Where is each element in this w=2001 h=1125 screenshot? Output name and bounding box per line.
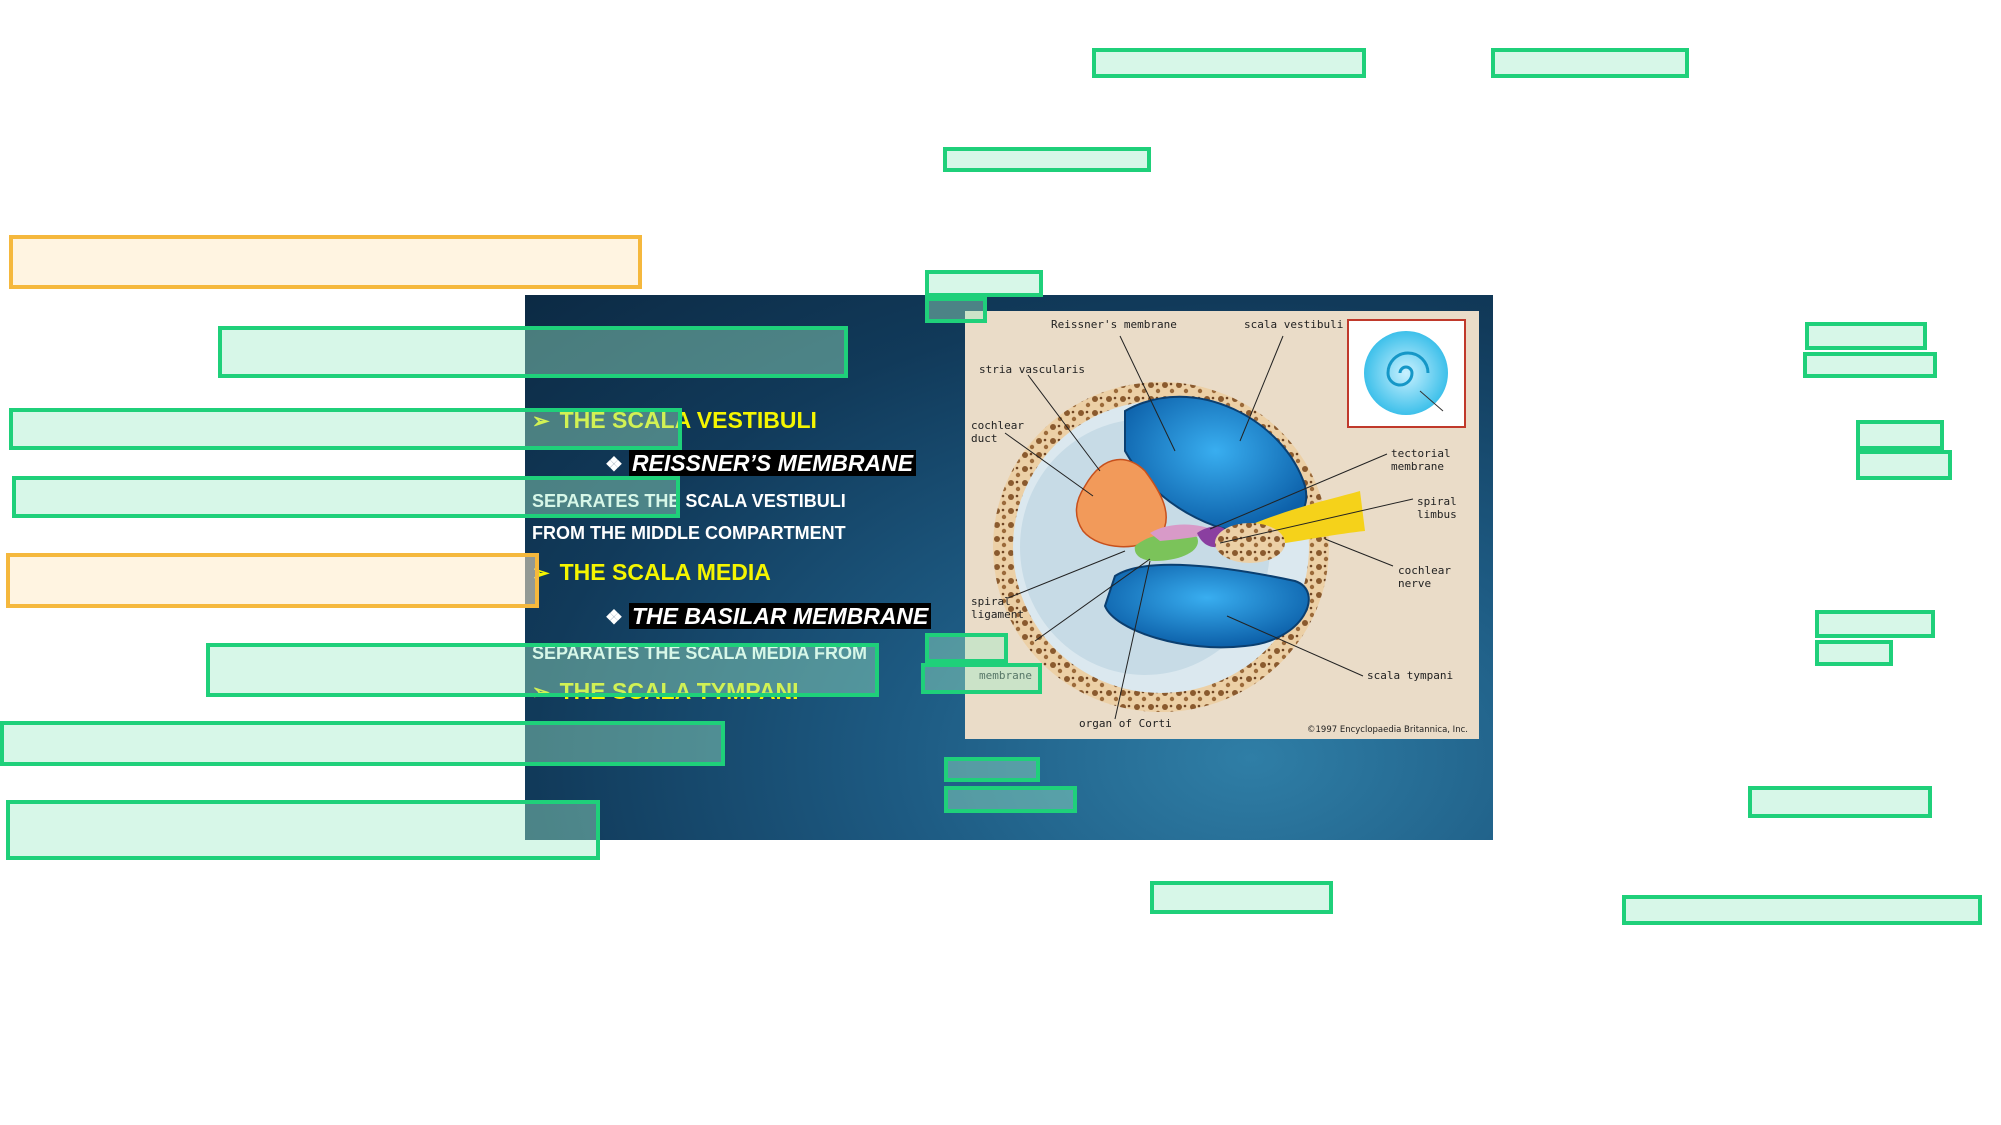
annotation-box	[943, 147, 1151, 172]
annotation-box	[9, 235, 642, 289]
label-tectorial-membrane-2: membrane	[1391, 460, 1444, 473]
annotation-box	[12, 476, 680, 518]
organ-of-corti-shape	[1134, 532, 1198, 561]
annotation-box	[1748, 786, 1932, 818]
annotation-box	[925, 297, 987, 323]
annotation-box	[1856, 420, 1944, 450]
annotation-box	[6, 553, 539, 608]
annotation-box	[944, 786, 1077, 813]
label-spiral-ligament-2: ligament	[971, 608, 1024, 621]
annotation-box	[206, 643, 879, 697]
slide: ➢THE SCALA VESTIBULI ❖REISSNER’S MEMBRAN…	[525, 295, 1493, 840]
heading-scala-tympani: ➢THE SCALA TYMPANI	[532, 678, 799, 704]
annotation-box	[1815, 610, 1935, 638]
diamond-bullet-icon: ❖	[605, 454, 623, 476]
annotation-box	[218, 326, 848, 378]
annotation-box	[1092, 48, 1366, 78]
label-cochlear-duct-2: duct	[971, 432, 998, 445]
sub-basilar-membrane: ❖THE BASILAR MEMBRANE	[605, 603, 932, 630]
annotation-box	[1150, 881, 1333, 914]
label-stria-vascularis: stria vascularis	[979, 363, 1085, 376]
annotation-box	[1491, 48, 1689, 78]
body-text-2a: SEPARATES THE SCALA MEDIA FROM	[532, 643, 868, 663]
label-cochlear-nerve: cochlear	[1398, 564, 1451, 577]
diamond-bullet-icon: ❖	[605, 607, 623, 629]
annotation-box	[1805, 322, 1927, 350]
label-tectorial-membrane: tectorial	[1391, 447, 1451, 460]
annotation-box	[1856, 450, 1952, 480]
scala-tympani-shape	[1103, 563, 1310, 649]
heading-scala-media: ➢THE SCALA MEDIA	[532, 559, 771, 585]
label-basilar-membrane-partial: membrane	[979, 669, 1032, 682]
label-scala-tympani: scala tympani	[1367, 669, 1453, 682]
annotation-box	[1803, 352, 1937, 378]
annotation-box	[9, 408, 682, 450]
sub-reissners-membrane: ❖REISSNER’S MEMBRANE	[605, 450, 917, 477]
annotation-box	[925, 633, 1008, 663]
arrow-bullet-icon: ➢	[532, 681, 550, 704]
annotation-box	[1815, 640, 1893, 666]
label-spiral-ligament: spiral	[971, 595, 1011, 608]
label-reissners-membrane: Reissner's membrane	[1051, 318, 1177, 331]
label-cochlear-nerve-2: nerve	[1398, 577, 1431, 590]
body-text-1b: FROM THE MIDDLE COMPARTMENT	[532, 523, 846, 543]
copyright-notice: ©1997 Encyclopaedia Britannica, Inc.	[1307, 725, 1468, 735]
label-spiral-limbus-2: limbus	[1417, 508, 1457, 521]
annotation-box	[921, 663, 1042, 694]
annotation-box	[6, 800, 600, 860]
annotation-box	[1622, 895, 1982, 925]
annotation-box	[925, 270, 1043, 297]
label-organ-of-corti: organ of Corti	[1079, 717, 1172, 730]
arrow-bullet-icon: ➢	[532, 410, 550, 433]
cochlea-cross-section-diagram: Reissner's membrane scala vestibuli stri…	[965, 311, 1479, 739]
tectorial-membrane-shape	[1150, 524, 1215, 541]
label-scala-vestibuli: scala vestibuli	[1244, 318, 1343, 331]
annotation-box	[0, 721, 725, 766]
label-cochlear-duct: cochlear	[971, 419, 1024, 432]
annotation-box	[944, 757, 1040, 782]
body-text-1a: SEPARATES THE SCALA VESTIBULI	[532, 491, 846, 511]
label-spiral-limbus: spiral	[1417, 495, 1457, 508]
